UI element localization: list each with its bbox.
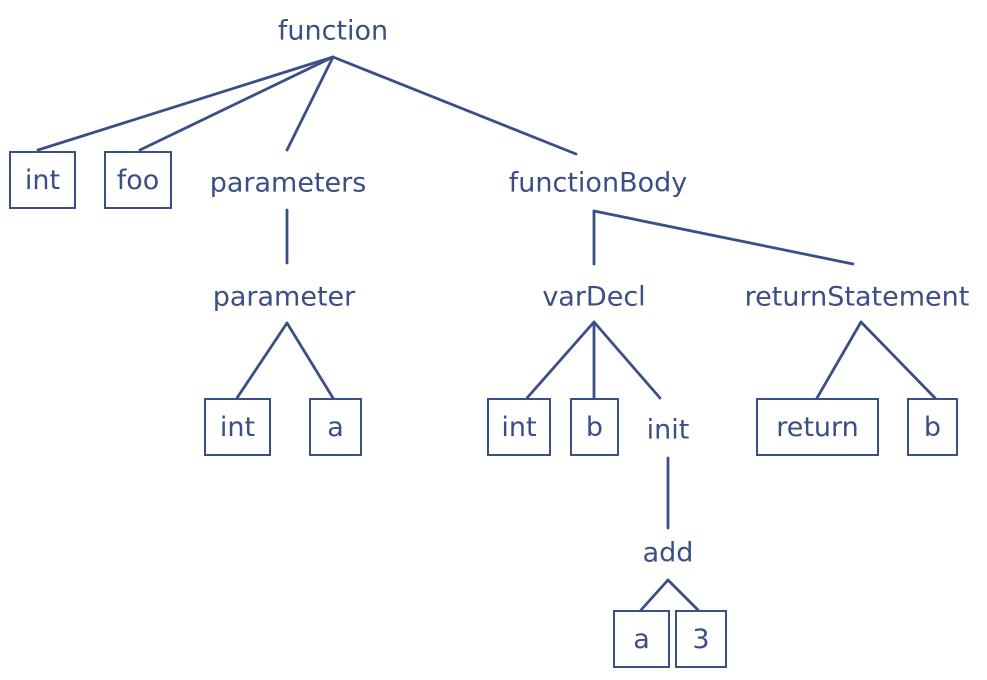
node-returnStatement: returnStatement [744, 281, 970, 313]
edge-varDecl-int [525, 320, 596, 400]
edge-parameter-a [285, 321, 335, 400]
node-init: init [646, 414, 690, 446]
edge-varDecl-init [592, 320, 662, 400]
leaf-return: return [756, 398, 879, 456]
leaf-add-a: a [613, 610, 670, 668]
leaf-varDecl-int: int [487, 398, 551, 456]
node-parameters: parameters [209, 167, 367, 199]
edge-returnStatement-b [859, 320, 937, 400]
leaf-parameter-int: int [204, 398, 271, 456]
leaf-add-3: 3 [675, 610, 727, 668]
edge-add-a [639, 578, 670, 612]
edge-add-3 [666, 578, 700, 612]
edge-parameter-int [235, 321, 289, 400]
leaf-foo: foo [104, 151, 172, 209]
edge-functionBody-returnStatement [592, 209, 855, 266]
leaf-int: int [9, 151, 76, 209]
node-varDecl: varDecl [542, 281, 646, 313]
node-function: function [277, 15, 389, 47]
edge-returnStatement-return [815, 320, 863, 400]
edge-function-int [36, 55, 335, 152]
leaf-varDecl-b: b [570, 398, 619, 456]
node-parameter: parameter [212, 281, 356, 313]
node-functionBody: functionBody [508, 167, 688, 199]
leaf-return-b: b [907, 398, 958, 456]
edge-function-functionBody [331, 55, 578, 156]
edge-function-foo [138, 55, 335, 152]
edge-function-parameters [285, 55, 335, 152]
leaf-parameter-a: a [309, 398, 362, 456]
node-add: add [642, 537, 694, 569]
